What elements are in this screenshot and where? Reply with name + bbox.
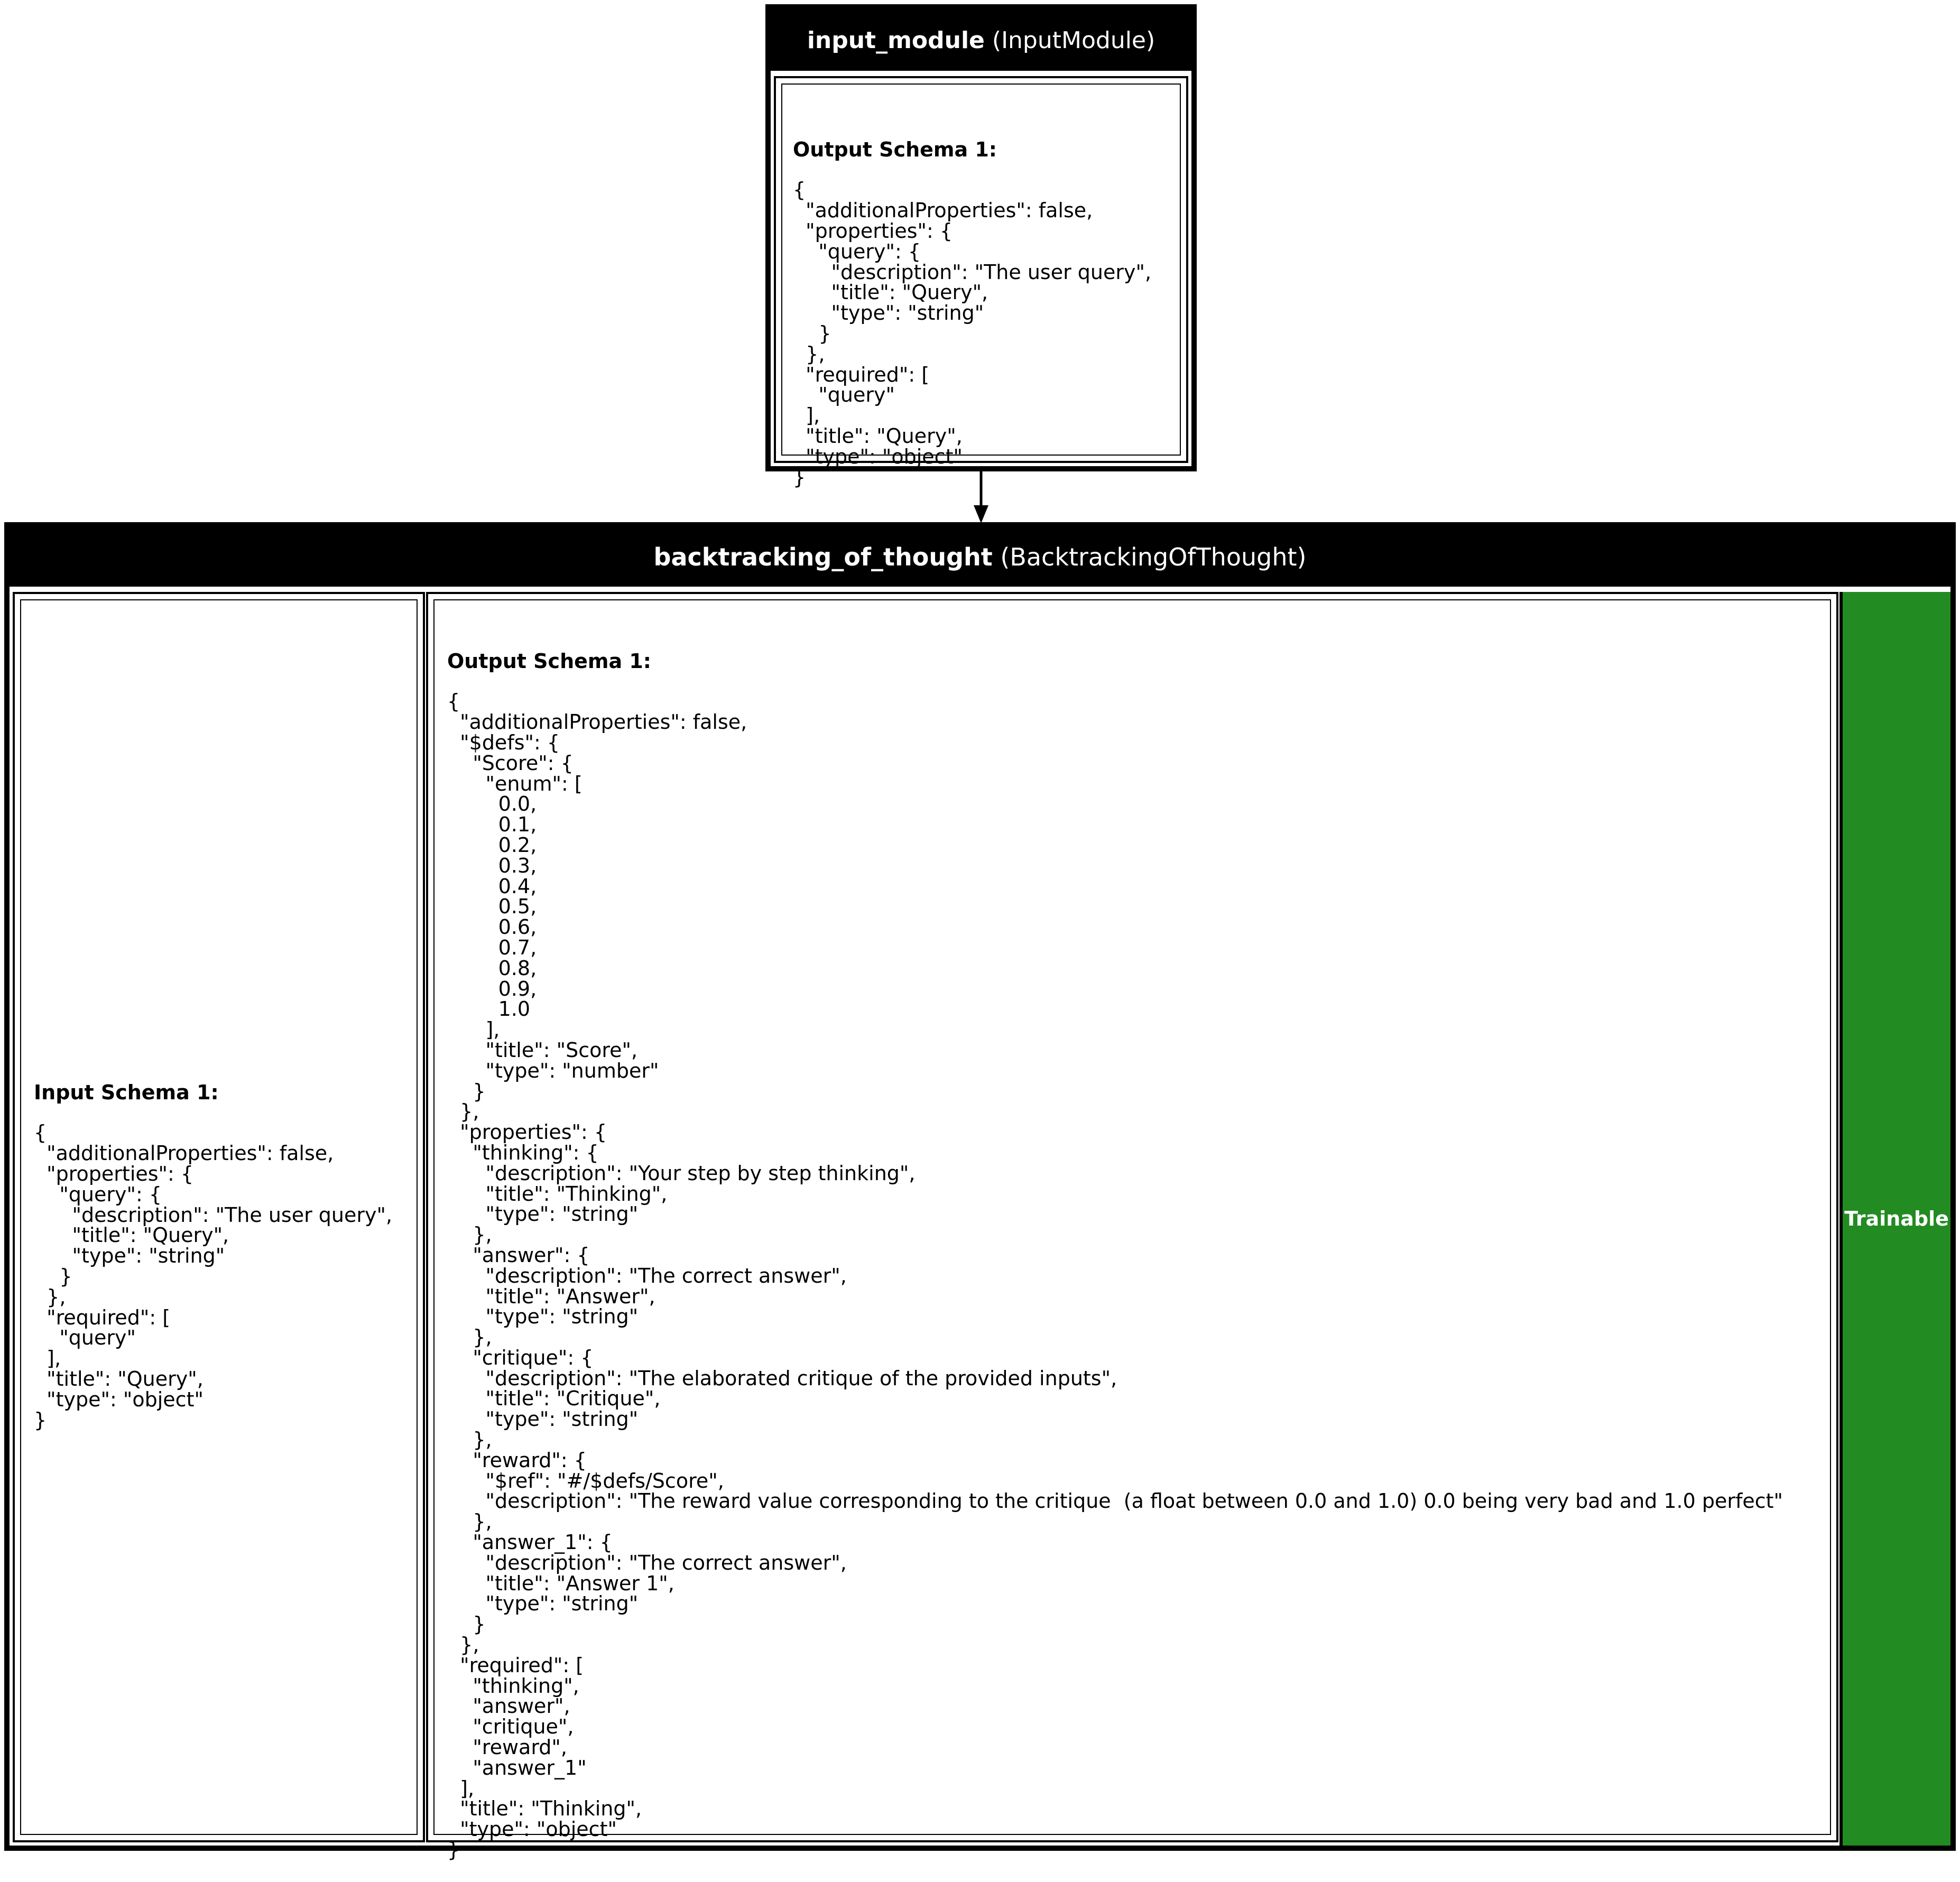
node-class-label: (InputModule) (992, 26, 1155, 54)
output-schema-title: Output Schema 1: (447, 649, 651, 673)
node-name: backtracking_of_thought (653, 543, 993, 571)
input-schema-json: { "additionalProperties": false, "proper… (34, 1121, 393, 1432)
output-schema-json: { "additionalProperties": false, "$defs"… (447, 690, 1783, 1862)
output-schema-cell: Output Schema 1: { "additionalProperties"… (426, 592, 1838, 1860)
output-schema-block: Output Schema 1: { "additionalProperties"… (793, 98, 1151, 508)
node-backtracking-of-thought[interactable]: backtracking_of_thought (BacktrackingOfT… (4, 522, 1956, 1860)
output-schema-json: { "additionalProperties": false, "proper… (793, 178, 1152, 489)
output-schema-frame (433, 599, 1831, 1835)
node-header: input_module (InputModule) (771, 10, 1191, 71)
trainable-label: Trainable (1844, 1207, 1949, 1230)
node-name: input_module (807, 26, 985, 54)
output-schema-cell: Output Schema 1: { "additionalProperties"… (774, 76, 1188, 487)
trainable-badge: Trainable (1839, 592, 1950, 1846)
input-schema-frame (20, 599, 418, 1835)
output-schema-block: Output Schema 1: { "additionalProperties"… (447, 610, 1783, 1881)
input-schema-title: Input Schema 1: (34, 1080, 219, 1104)
output-schema-title: Output Schema 1: (793, 137, 997, 161)
node-input-module[interactable]: input_module (InputModule) Output Schema… (765, 4, 1197, 487)
node-class-label: (BacktrackingOfThought) (1000, 543, 1307, 571)
input-schema-block: Input Schema 1: { "additionalProperties":… (34, 1041, 392, 1451)
node-header: backtracking_of_thought (BacktrackingOfT… (10, 527, 1950, 587)
output-schema-frame (781, 84, 1181, 456)
edge-arrowhead (974, 505, 988, 523)
input-schema-cell: Input Schema 1: { "additionalProperties":… (13, 592, 425, 1842)
